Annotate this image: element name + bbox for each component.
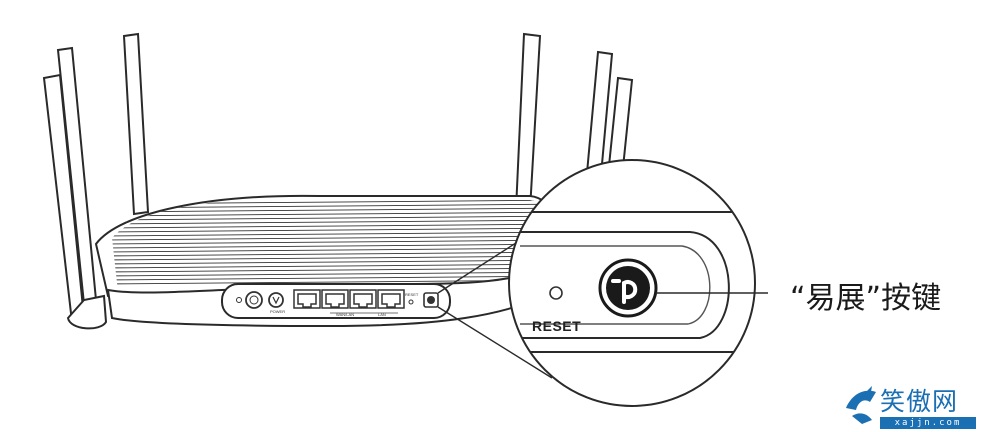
lan-label: WAN/LAN [336, 312, 354, 317]
reset-small-label: RESET [405, 292, 419, 297]
power-label: POWER [270, 309, 285, 314]
router-body [94, 194, 567, 310]
reset-pinhole[interactable] [408, 299, 414, 305]
lan2-label: LAN [378, 312, 386, 317]
vent-stripes [112, 199, 567, 285]
antenna-left-outer [42, 46, 108, 330]
callout-label: “易展”按键 [790, 281, 942, 316]
antenna-left-inner [122, 32, 150, 216]
power-button[interactable] [268, 292, 284, 308]
indicator-dot [236, 297, 242, 303]
antenna-right-inner [514, 32, 542, 211]
zoom-panel [508, 159, 756, 407]
watermark-url: xajjn.com [880, 417, 976, 429]
reset-hole-zoomed[interactable] [549, 286, 563, 300]
rear-panel: POWER WAN/LAN LAN RESET [106, 260, 572, 328]
easymesh-p-icon [611, 279, 638, 304]
reset-label: RESET [532, 318, 582, 334]
watermark-name: 笑傲网 [880, 387, 959, 416]
watermark-fish-icon [846, 386, 876, 424]
ethernet-ports [293, 289, 405, 309]
